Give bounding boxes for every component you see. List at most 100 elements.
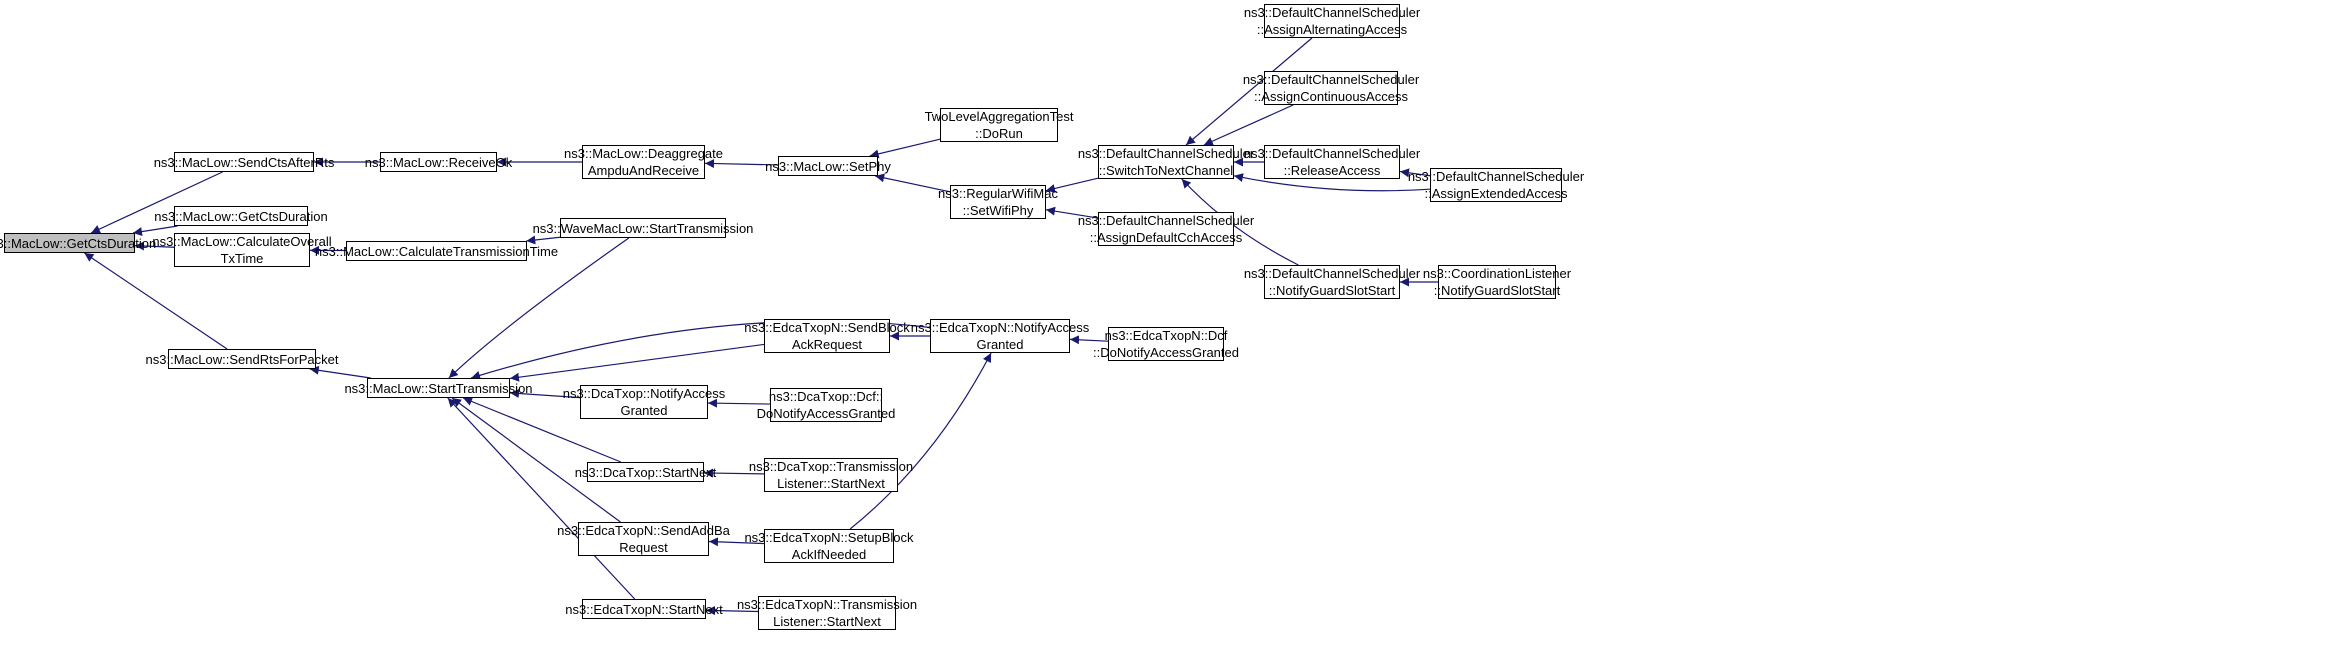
node-label-line: ::SetWifiPhy	[962, 203, 1034, 218]
function-node-sendCtsAfterRts[interactable]: ns3::MacLow::SendCtsAfterRts	[154, 152, 334, 172]
edge-setWifiPhy-to-setPhy	[875, 173, 951, 193]
edge-dcaStartNext-to-startTx	[462, 397, 622, 463]
edge-waveStartTx-to-startTx	[448, 237, 630, 379]
node-label-line: ns3::DefaultChannelScheduler	[1243, 5, 1421, 20]
node-label-line: ::DoNotifyAccessGranted	[1093, 345, 1239, 360]
node-label-line: ns3::DcaTxop::Dcf::	[768, 389, 884, 404]
node-label-line: ns3::RegularWifiMac	[938, 186, 1058, 201]
function-node-assignContinuous[interactable]: ns3::DefaultChannelScheduler::AssignCont…	[1243, 71, 1419, 105]
node-label-line: ns3::CoordinationListener	[1422, 266, 1572, 281]
function-node-assignExtended[interactable]: ns3::DefaultChannelScheduler::AssignExte…	[1408, 168, 1584, 202]
edge-assignExtended-to-switchToNext	[1233, 173, 1431, 192]
edge-notifyGuard-to-switchToNext	[1181, 178, 1299, 266]
node-label-line: Listener::StartNext	[773, 614, 881, 629]
function-node-coordListener[interactable]: ns3::CoordinationListener::NotifyGuardSl…	[1423, 265, 1571, 299]
node-label-line: Granted	[620, 403, 668, 418]
node-label-line: ::DoRun	[975, 126, 1023, 141]
edge-switchToNext-to-setWifiPhy	[1045, 177, 1099, 193]
node-label-line: ns3::DcaTxop::NotifyAccess	[562, 386, 726, 401]
node-label-line: ns3::EdcaTxopN::StartNext	[565, 601, 723, 617]
node-label-line: ns3::DefaultChannelScheduler	[1243, 266, 1421, 281]
edge-calcOverall-to-root	[134, 241, 175, 251]
edge-edcaDcfNotify-to-edcaNotifyAccess	[1069, 335, 1109, 345]
edge-getCtsDuration2-to-root	[132, 225, 178, 237]
edge-waveStartTx-to-calcTxTime	[526, 235, 561, 245]
node-label-line: ns3::MacLow::CalculateTransmissionTime	[314, 243, 559, 259]
function-node-getCtsDuration2[interactable]: ns3::MacLow::GetCtsDuration	[154, 206, 328, 226]
node-label-line: ns3::MacLow::SendCtsAfterRts	[153, 154, 335, 170]
node-label-line: ns3::MacLow::ReceiveOk	[364, 154, 513, 170]
root-function-node[interactable]: ns3::MacLow::GetCtsDuration	[0, 233, 156, 253]
function-node-dcfDoNotify[interactable]: ns3::DcaTxop::Dcf::DoNotifyAccessGranted	[757, 388, 895, 422]
edge-edcaSendBlockAck-to-startTx	[509, 343, 765, 382]
edge-sendRtsForPacket-to-root	[84, 252, 228, 350]
node-label-line: ::AssignAlternatingAccess	[1256, 22, 1408, 37]
function-node-releaseAccess[interactable]: ns3::DefaultChannelScheduler::ReleaseAcc…	[1244, 145, 1420, 179]
edge-edcaSetupBlock-to-edcaSendAddBa	[708, 537, 765, 547]
function-node-assignAlternating[interactable]: ns3::DefaultChannelScheduler::AssignAlte…	[1244, 4, 1420, 38]
node-label-line: ns3::EdcaTxopN::SendAddBa	[557, 523, 730, 538]
edge-assignDefaultCch-to-setWifiPhy	[1045, 206, 1099, 219]
node-label-line: ns3::MacLow::SendRtsForPacket	[145, 351, 339, 367]
node-label-line: ::AssignExtendedAccess	[1424, 186, 1568, 201]
node-label-line: Granted	[976, 337, 1024, 352]
function-node-notifyGuard[interactable]: ns3::DefaultChannelScheduler::NotifyGuar…	[1244, 265, 1420, 299]
node-label-line: ns3::DcaTxop::StartNext	[574, 464, 717, 480]
node-label-line: ns3::WaveMacLow::StartTransmission	[532, 220, 754, 236]
node-label-line: Request	[619, 540, 668, 555]
node-label-line: ns3::DefaultChannelScheduler	[1243, 146, 1421, 161]
node-label-line: ns3::DefaultChannelScheduler	[1077, 213, 1255, 228]
function-node-assignDefaultCch[interactable]: ns3::DefaultChannelScheduler::AssignDefa…	[1078, 212, 1254, 246]
function-node-twoLevel[interactable]: TwoLevelAggregationTest::DoRun	[925, 108, 1073, 142]
node-label-line: AmpduAndReceive	[587, 163, 700, 178]
node-label-line: ns3::MacLow::CalculateOverall	[152, 234, 332, 249]
function-node-edcaDcfNotify[interactable]: ns3::EdcaTxopN::Dcf::DoNotifyAccessGrant…	[1093, 327, 1239, 361]
function-node-startTx[interactable]: ns3::MacLow::StartTransmission	[344, 378, 533, 398]
edge-dcaTxListener-to-dcaStartNext	[703, 468, 765, 478]
edge-assignExtended-to-releaseAccess	[1399, 168, 1431, 178]
edge-startTx-to-sendRtsForPacket	[309, 365, 371, 379]
edge-edcaTxListener-to-edcaStartNext	[705, 606, 759, 616]
node-label-line: ns3::DefaultChannelScheduler	[1407, 169, 1585, 184]
node-label-line: ns3::MacLow::StartTransmission	[344, 380, 533, 396]
node-label-line: ns3::EdcaTxopN::SendBlock	[744, 320, 910, 335]
node-label-line: ::SwitchToNextChannel	[1098, 163, 1234, 178]
edge-assignContinuous-to-switchToNext	[1203, 104, 1294, 146]
edge-edcaStartNext-to-startTx	[447, 397, 636, 600]
function-node-sendRtsForPacket[interactable]: ns3::MacLow::SendRtsForPacket	[146, 349, 338, 369]
node-label-line: ns3::EdcaTxopN::SetupBlock	[744, 530, 914, 545]
node-label-line: ::AssignDefaultCchAccess	[1089, 230, 1243, 245]
node-label-line: ns3::EdcaTxopN::Dcf	[1104, 328, 1228, 343]
node-label-line: ns3::MacLow::GetCtsDuration	[154, 208, 328, 224]
edge-edcaSendAddBa-to-startTx	[451, 397, 621, 523]
edge-setPhy-to-deaggregate	[704, 159, 779, 169]
node-label-line: ns3::DefaultChannelScheduler	[1242, 72, 1420, 87]
function-node-switchToNext[interactable]: ns3::DefaultChannelScheduler::SwitchToNe…	[1078, 145, 1254, 179]
function-node-calcTxTime[interactable]: ns3::MacLow::CalculateTransmissionTime	[315, 241, 558, 261]
node-label-line: ns3::EdcaTxopN::Transmission	[736, 597, 918, 612]
edge-dcfDoNotify-to-dcaNotifyAccess	[707, 398, 771, 408]
function-node-waveStartTx[interactable]: ns3::WaveMacLow::StartTransmission	[533, 218, 753, 238]
node-label-line: AckIfNeeded	[791, 547, 867, 562]
function-node-dcaStartNext[interactable]: ns3::DcaTxop::StartNext	[575, 462, 716, 482]
node-label-line: ns3::MacLow::GetCtsDuration	[0, 235, 157, 251]
edge-assignAlternating-to-switchToNext	[1185, 37, 1313, 146]
function-node-receiveOk[interactable]: ns3::MacLow::ReceiveOk	[365, 152, 512, 172]
node-label-line: ns3::EdcaTxopN::NotifyAccess	[910, 320, 1090, 335]
function-node-setWifiPhy[interactable]: ns3::RegularWifiMac::SetWifiPhy	[938, 185, 1058, 219]
node-label-line: TwoLevelAggregationTest	[924, 109, 1074, 124]
function-node-edcaStartNext[interactable]: ns3::EdcaTxopN::StartNext	[565, 599, 723, 619]
function-node-setPhy[interactable]: ns3::MacLow::SetPhy	[765, 156, 891, 176]
edge-twoLevel-to-setPhy	[869, 138, 941, 159]
